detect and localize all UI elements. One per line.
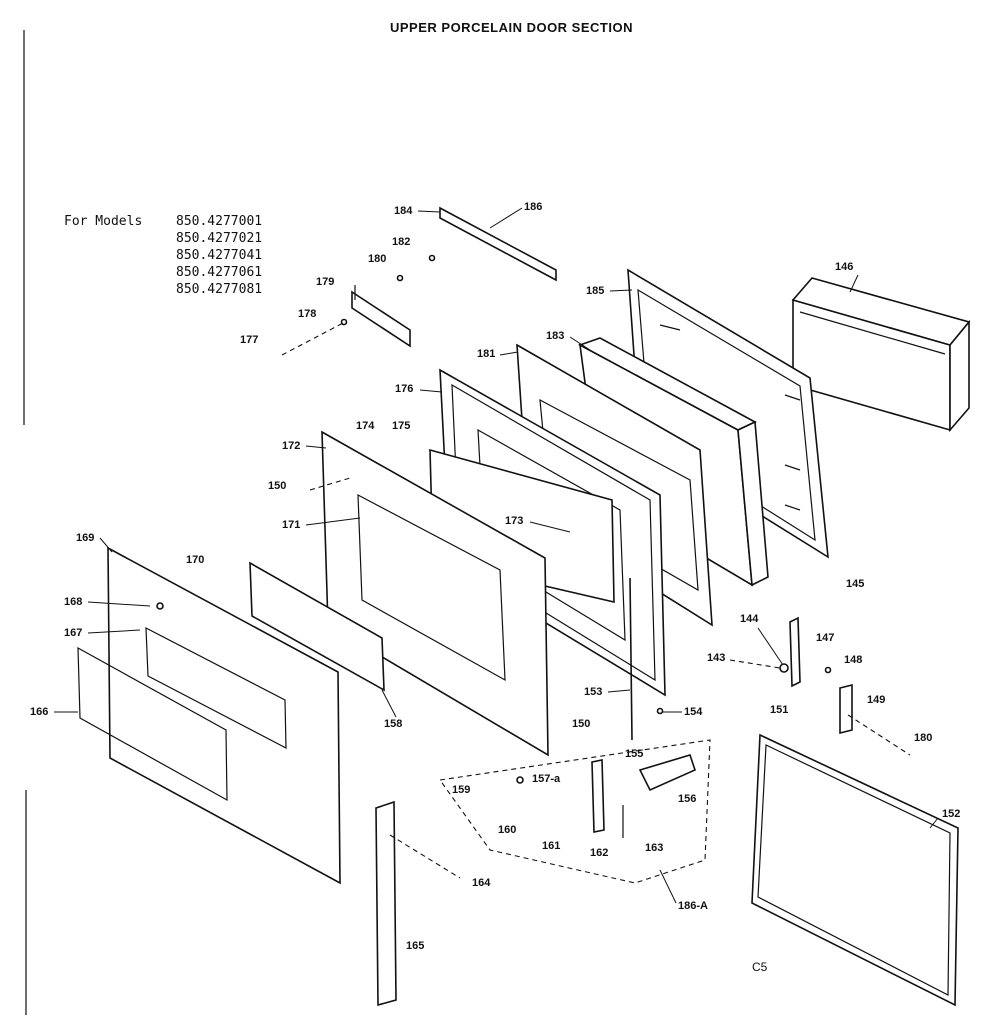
callout: 175	[392, 420, 410, 432]
callout-labels: 184 186 182 180 179 178 177 185 146 181 …	[30, 201, 960, 952]
assembly-186-a-boundary	[439, 739, 711, 884]
callout: 177	[240, 334, 258, 346]
callout: 173	[505, 515, 523, 527]
callout: 171	[282, 519, 300, 531]
part-158-panel	[249, 561, 385, 692]
callout: 186	[524, 201, 542, 213]
part-171-panel	[321, 430, 549, 757]
callout: 165	[406, 940, 424, 952]
model-number: 850.4277061	[176, 265, 263, 280]
callout: 168	[64, 596, 82, 608]
part-156-handle	[638, 754, 696, 792]
callout: 148	[844, 654, 862, 666]
part-152-gasket	[751, 733, 959, 1007]
callout: 160	[498, 824, 516, 836]
callout: 179	[316, 276, 334, 288]
part-153-rod	[629, 577, 633, 741]
callout: 158	[384, 718, 402, 730]
callout: 146	[835, 261, 853, 273]
leader-lines	[54, 207, 939, 904]
callout: 174	[356, 420, 375, 432]
callout: 186-A	[678, 900, 708, 912]
callout: 150	[572, 718, 590, 730]
callout: 145	[846, 578, 864, 590]
callout: 152	[942, 808, 960, 820]
callout: 169	[76, 532, 94, 544]
model-number: 850.4277081	[176, 282, 263, 297]
callout: 163	[645, 842, 663, 854]
callout: 183	[546, 330, 564, 342]
callout: 170	[186, 554, 204, 566]
callout: 151	[770, 704, 788, 716]
model-number: 850.4277041	[176, 248, 263, 263]
model-row: For Models 850.4277001	[64, 213, 262, 230]
callout: 180	[914, 732, 932, 744]
model-list: For Models 850.4277001 850.4277021 850.42…	[64, 213, 262, 298]
callout: 147	[816, 632, 834, 644]
model-row: 850.4277061	[64, 264, 262, 281]
model-number: 850.4277001	[176, 214, 263, 229]
callout: 154	[684, 706, 703, 718]
callout: 185	[586, 285, 604, 297]
model-number: 850.4277021	[176, 231, 263, 246]
part-165-side-trim	[375, 800, 397, 1007]
callout: 182	[392, 236, 410, 248]
part-147-hinge	[789, 616, 801, 688]
callout: 167	[64, 627, 82, 639]
callout: 156	[678, 793, 696, 805]
model-row: 850.4277021	[64, 230, 262, 247]
callout: 161	[542, 840, 560, 852]
callout: 176	[395, 383, 413, 395]
model-row: 850.4277041	[64, 247, 262, 264]
callout: 155	[625, 748, 643, 760]
callout: 180	[368, 253, 386, 265]
part-184-trim-bar	[439, 206, 557, 282]
callout: 144	[740, 613, 759, 625]
models-prefix: For Models	[64, 214, 143, 229]
part-149-hinge	[839, 683, 853, 735]
callout: 143	[707, 652, 725, 664]
callout: 157-a	[532, 773, 561, 785]
model-row: 850.4277081	[64, 281, 262, 298]
diagram-title: UPPER PORCELAIN DOOR SECTION	[390, 20, 633, 35]
part-179-bracket	[351, 285, 411, 348]
part-169-outer-door	[77, 546, 341, 885]
part-162-bracket	[591, 759, 605, 833]
callout: 181	[477, 348, 495, 360]
callout: 172	[282, 440, 300, 452]
callout: 150	[268, 480, 286, 492]
callout: 178	[298, 308, 316, 320]
callout: 164	[472, 877, 491, 889]
part-146-box	[791, 277, 971, 433]
callout: 149	[867, 694, 885, 706]
callout: 153	[584, 686, 602, 698]
callout: 184	[394, 205, 413, 217]
fasteners	[156, 254, 832, 784]
callout: 159	[452, 784, 470, 796]
callout: 162	[590, 847, 608, 859]
drawing-code: C5	[752, 960, 768, 974]
callout: 166	[30, 706, 48, 718]
